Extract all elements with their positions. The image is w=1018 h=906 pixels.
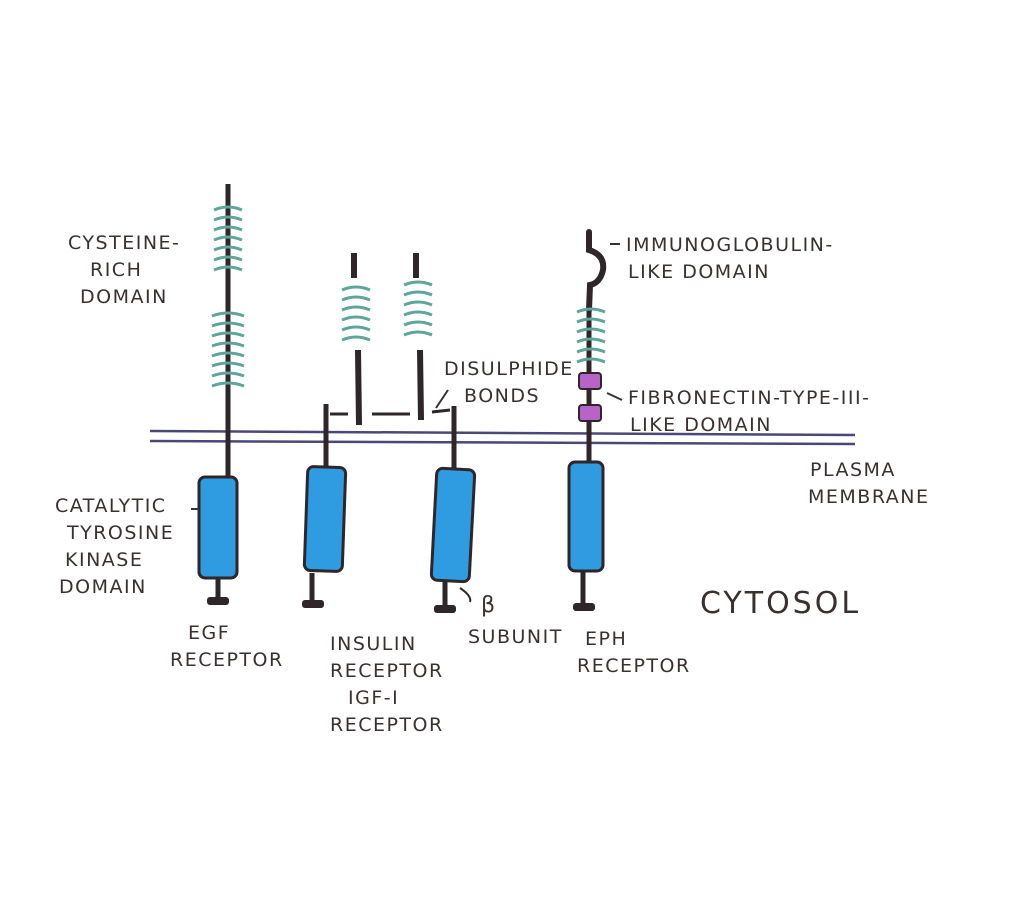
eph-cysteine-coil (576, 307, 606, 364)
catalytic-tyrosine-kinase-label: CATALYTIC TYROSINE KINASE DOMAIN (55, 495, 175, 598)
insulin-igf1-receptor-label: INSULIN RECEPTOR IGF-I RECEPTOR (330, 633, 444, 736)
egf-kinase-domain (197, 475, 239, 580)
disulphide-bonds-label: DISULPHIDE BONDS (444, 358, 574, 407)
insulin-cysteine-coil-right (403, 280, 433, 337)
fibronectin-type-iii-label: FIBRONECTIN-TYPE-III- LIKE DOMAIN (628, 387, 871, 436)
plasma-membrane (149, 429, 856, 446)
eph-kinase-domain (567, 460, 605, 573)
insulin-receptor (302, 253, 477, 613)
eph-receptor (567, 229, 607, 611)
beta-symbol: β (481, 593, 497, 618)
insulin-cysteine-coil-left (341, 285, 371, 342)
insulin-kinase-right (429, 466, 477, 584)
cysteine-rich-domain-label: CYSTEINE- RICH DOMAIN (68, 232, 181, 308)
egf-cysteine-coil-lower (211, 311, 245, 388)
plasma-membrane-label: PLASMA MEMBRANE (808, 459, 930, 508)
immunoglobulin-like-domain-label: IMMUNOGLOBULIN- LIKE DOMAIN (626, 234, 834, 283)
fibronectin-domain-2 (578, 404, 602, 422)
eph-receptor-label: EPH RECEPTOR (577, 628, 691, 677)
egf-receptor (197, 184, 245, 605)
insulin-kinase-left (302, 465, 348, 573)
beta-subunit-label: SUBUNIT (468, 626, 563, 648)
leader-lines (191, 243, 623, 510)
disulphide-bonds (330, 408, 451, 416)
egf-receptor-label: EGF RECEPTOR (170, 622, 284, 671)
immunoglobulin-like-domain (586, 229, 607, 313)
fibronectin-domain-1 (578, 372, 602, 390)
egf-cysteine-coil-upper (213, 205, 243, 272)
cytosol-label: CYTOSOL (700, 586, 862, 621)
